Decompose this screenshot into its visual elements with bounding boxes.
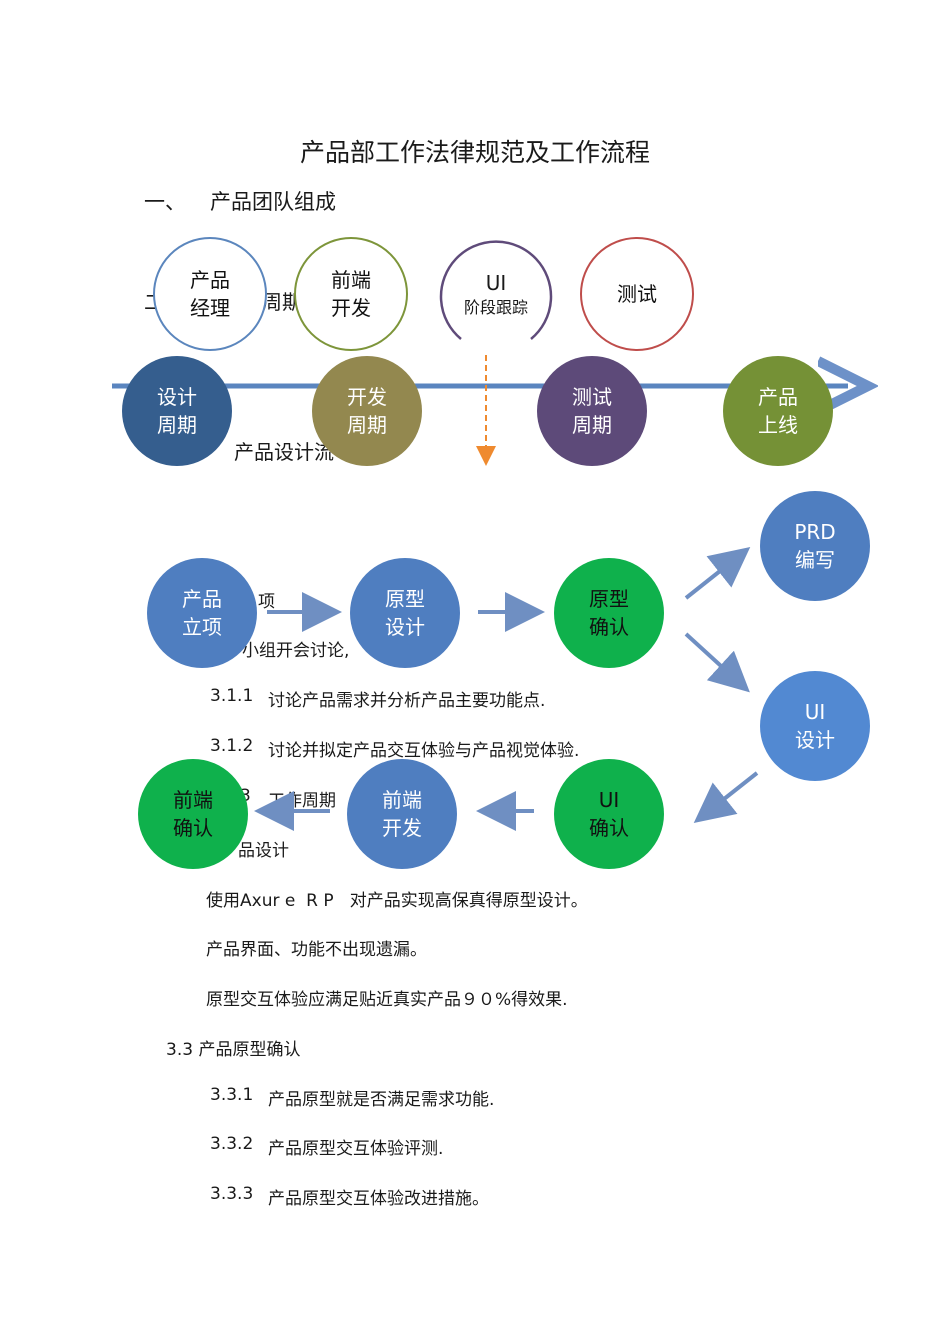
cycle-launch: 产品 上线 — [723, 356, 833, 466]
team-ui-line2: 阶段跟踪 — [463, 298, 528, 317]
flow-ui-design: UI 设计 — [760, 671, 870, 781]
team-frontend-dev-line2: 开发 — [331, 296, 371, 320]
page-title: 产品部工作法律规范及工作流程 — [299, 138, 650, 167]
item-3-3-1-num: 3.3.1 — [210, 1085, 254, 1105]
flow-prototype-confirm: 原型 确认 — [554, 558, 664, 668]
item-3-3: 3.3 产品原型确认 — [166, 1040, 301, 1060]
team-testing: 测试 — [580, 237, 694, 351]
cycle-launch-line1: 产品 — [758, 385, 798, 409]
flow-prototype-confirm-line1: 原型 — [589, 587, 629, 611]
team-ui: UI 阶段跟踪 — [439, 237, 553, 351]
team-testing-line1: 测试 — [617, 282, 657, 306]
arrow-ui-to-uiconfirm — [693, 771, 759, 823]
cycle-development-line2: 周期 — [347, 413, 387, 437]
flow-frontend-dev-line1: 前端 — [382, 788, 422, 812]
item-3-3-2-num: 3.3.2 — [210, 1134, 254, 1154]
flow-prototype-design-line2: 设计 — [385, 615, 425, 639]
flow-prototype-design: 原型 设计 — [350, 558, 460, 668]
team-product-manager-line2: 经理 — [190, 296, 230, 320]
flow-ui-design-line2: 设计 — [795, 728, 835, 752]
cycle-design: 设计 周期 — [122, 356, 232, 466]
bullet-3-2-1: 使用Axur e R P 对产品实现高保真得原型设计。 — [206, 891, 588, 911]
flow-ui-confirm: UI 确认 — [554, 759, 664, 869]
item-3-1-3-num-partial: 3 — [240, 786, 251, 806]
section-3-partial: 产品设计流 — [234, 440, 334, 464]
flow-prd-writing: PRD 编写 — [760, 491, 870, 601]
team-frontend-dev-line1: 前端 — [331, 268, 371, 292]
team-product-manager: 产品 经理 — [153, 237, 267, 351]
cycle-design-line2: 周期 — [157, 413, 197, 437]
flow-product-start-line1: 产品 — [182, 587, 222, 611]
item-3-3-3-num: 3.3.3 — [210, 1184, 254, 1204]
flow-ui-confirm-line2: 确认 — [589, 816, 629, 840]
cycle-launch-line2: 上线 — [758, 413, 798, 437]
item-3-1-2-text: 讨论并拟定产品交互体验与产品视觉体验. — [268, 741, 580, 761]
cycle-development-line1: 开发 — [347, 385, 387, 409]
flow-prototype-confirm-line2: 确认 — [589, 615, 629, 639]
section-1-number: 一、 — [144, 190, 186, 214]
flow-frontend-dev-line2: 开发 — [382, 816, 422, 840]
item-3-1-text-partial: 小组开会讨论, — [242, 641, 350, 661]
flow-frontend-confirm-line1: 前端 — [173, 788, 213, 812]
item-3-1-partial: 项 — [258, 592, 275, 612]
cycle-testing: 测试 周期 — [537, 356, 647, 466]
bullet-3-2-2: 产品界面、功能不出现遗漏。 — [206, 940, 427, 960]
flow-frontend-confirm: 前端 确认 — [138, 759, 248, 869]
item-3-3-2-text: 产品原型交互体验评测. — [268, 1139, 444, 1159]
arrow-confirm-to-prd — [684, 547, 751, 600]
item-3-3-3-text: 产品原型交互体验改进措施。 — [268, 1189, 489, 1209]
flow-product-start-line2: 立项 — [182, 615, 222, 639]
flow-product-start: 产品 立项 — [147, 558, 257, 668]
flow-prototype-design-line1: 原型 — [385, 587, 425, 611]
flow-frontend-dev: 前端 开发 — [347, 759, 457, 869]
flow-prd-writing-line2: 编写 — [795, 548, 835, 572]
flow-frontend-confirm-line2: 确认 — [173, 816, 213, 840]
item-3-3-1-text: 产品原型就是否满足需求功能. — [268, 1090, 495, 1110]
team-product-manager-line1: 产品 — [190, 268, 230, 292]
flow-ui-design-line1: UI — [804, 700, 826, 724]
flow-prd-writing-line1: PRD — [794, 520, 836, 544]
cycle-development: 开发 周期 — [312, 356, 422, 466]
item-3-1-1-text: 讨论产品需求并分析产品主要功能点. — [268, 691, 546, 711]
bullet-3-2-3: 原型交互体验应满足贴近真实产品９０%得效果. — [206, 990, 568, 1010]
team-ui-arc — [439, 240, 553, 340]
section-1-title: 产品团队组成 — [210, 190, 336, 214]
item-3-1-2-num: 3.1.2 — [210, 736, 254, 756]
item-3-1-1-num: 3.1.1 — [210, 686, 254, 706]
cycle-testing-line1: 测试 — [572, 385, 612, 409]
cycle-design-line1: 设计 — [157, 385, 197, 409]
flow-ui-confirm-line1: UI — [598, 788, 620, 812]
arrow-confirm-to-ui — [684, 632, 750, 693]
team-frontend-dev: 前端 开发 — [294, 237, 408, 351]
team-ui-line1: UI — [485, 271, 507, 295]
item-3-2-partial: 品设计 — [238, 841, 289, 861]
cycle-testing-line2: 周期 — [572, 413, 612, 437]
